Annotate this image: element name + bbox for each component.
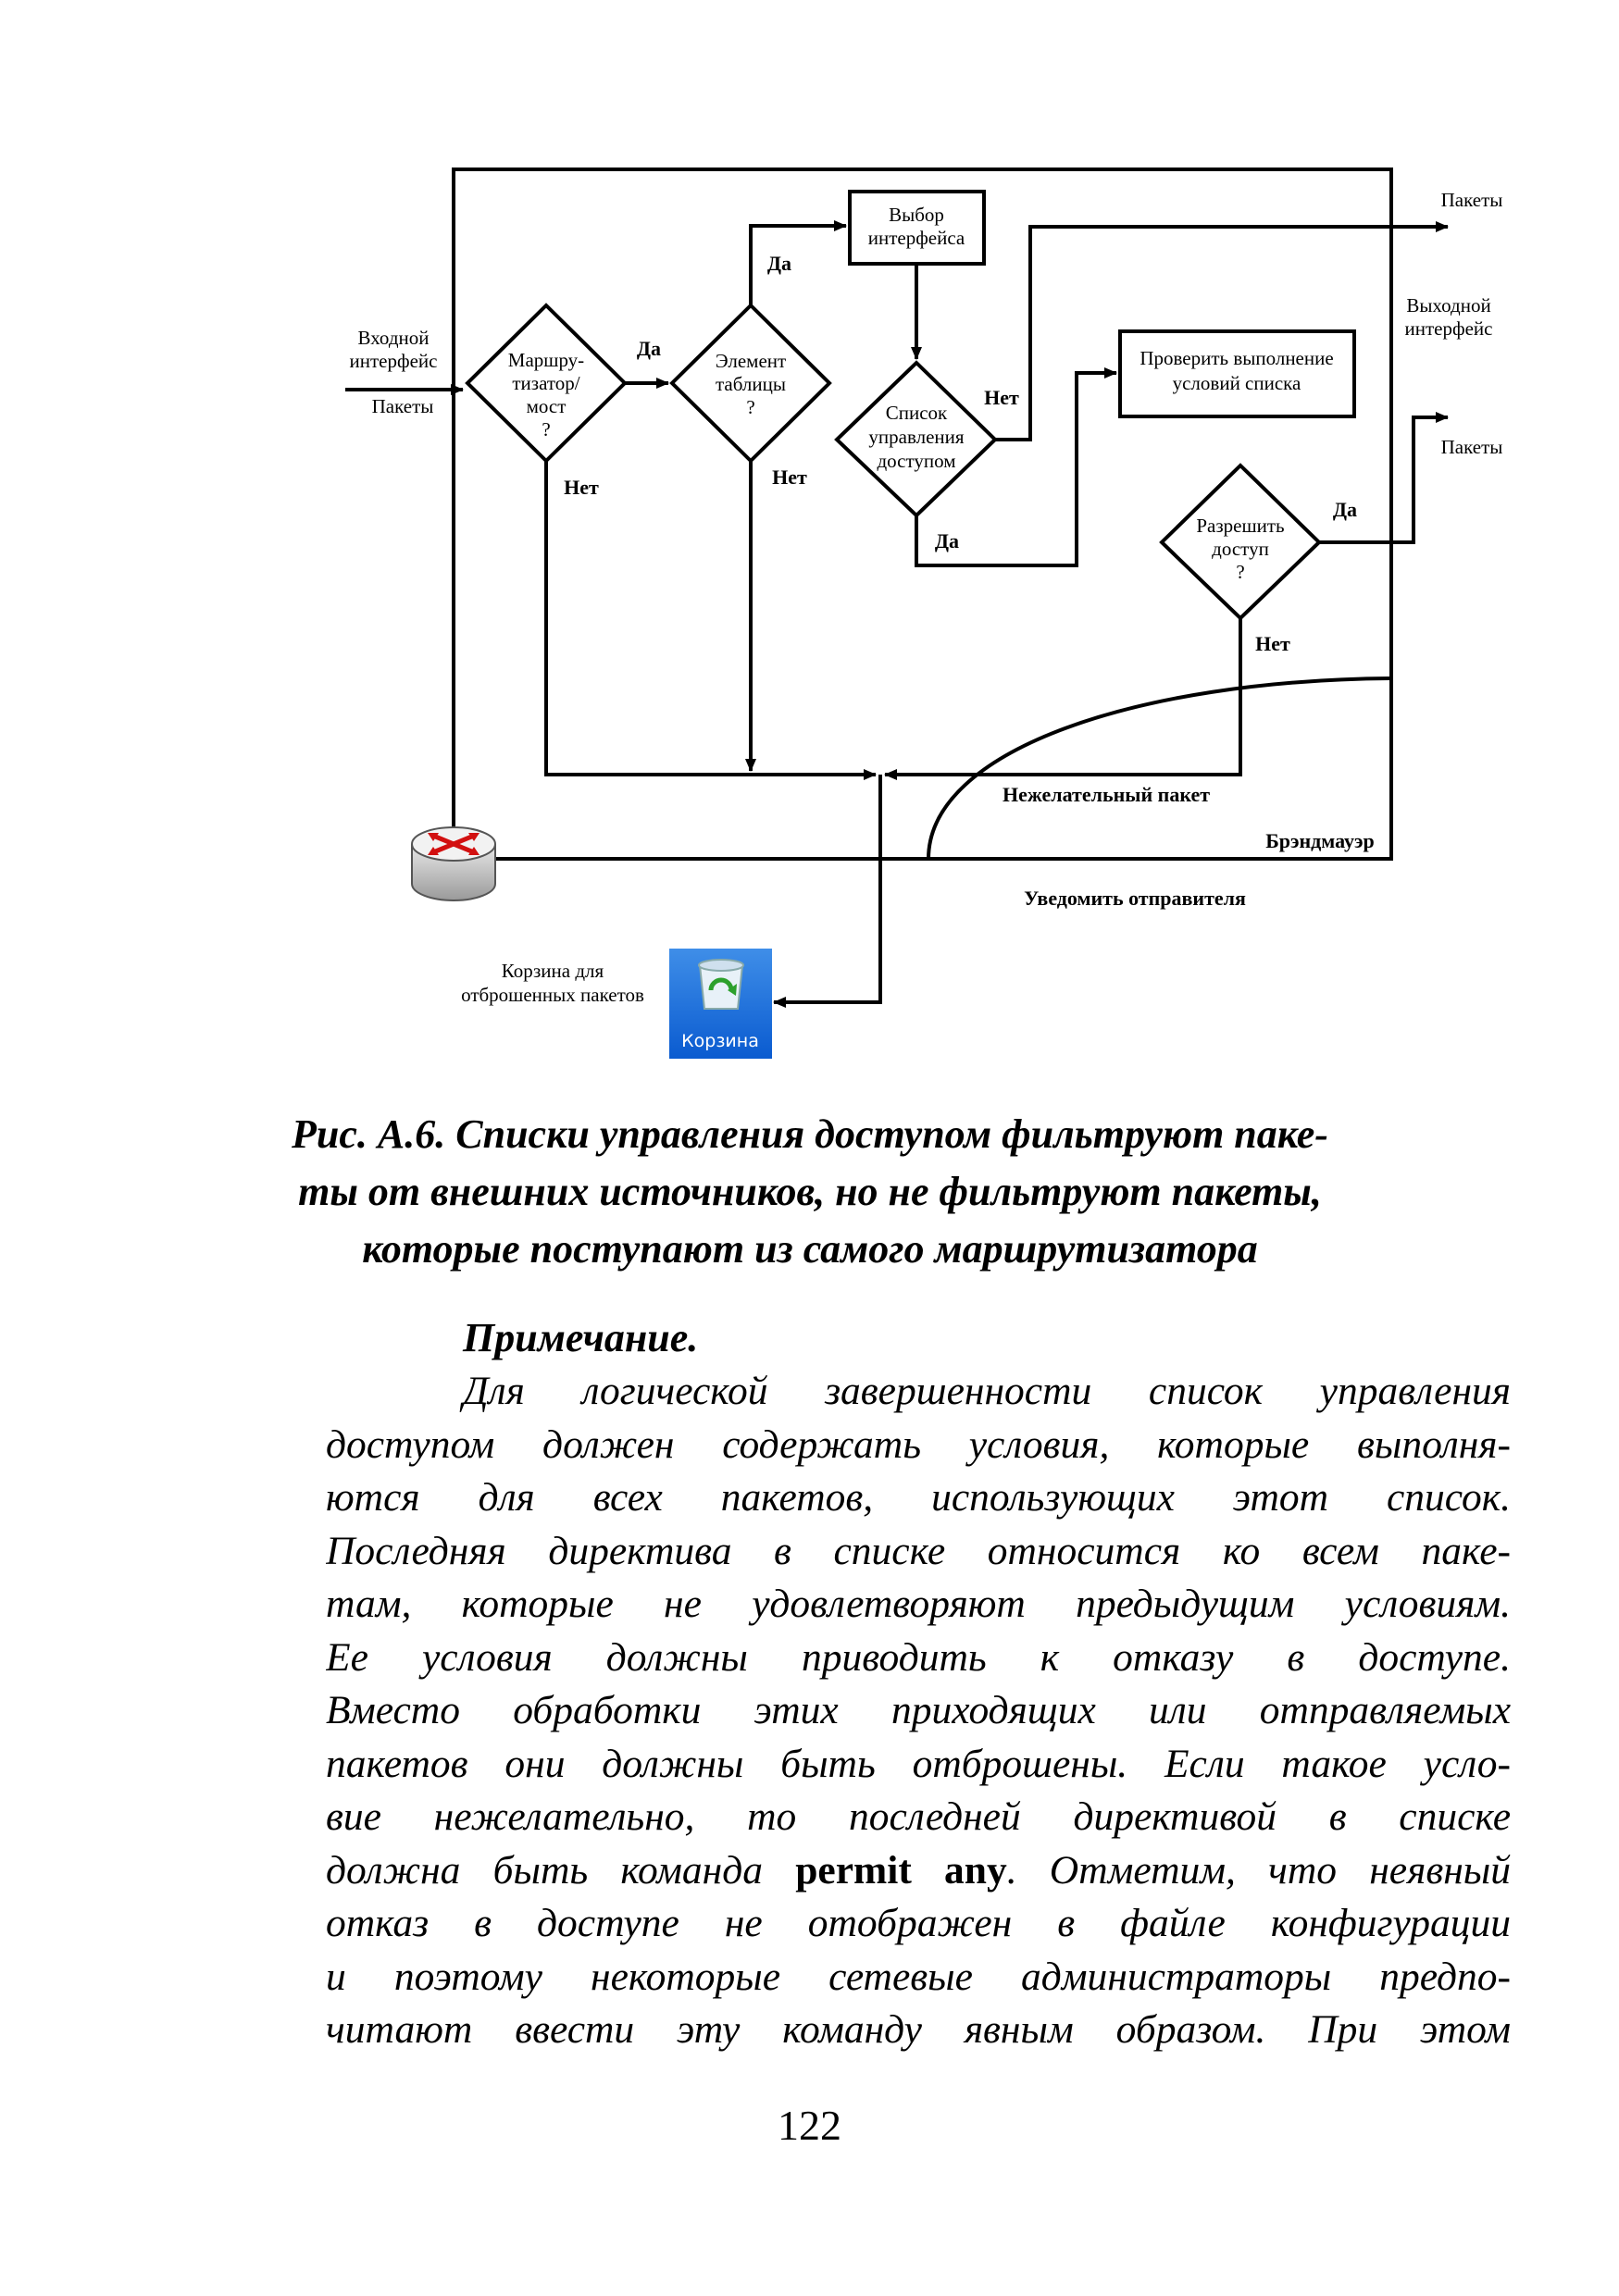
trash-caption-1: Корзина для [502,960,604,982]
input-interface-label-2: интерфейс [350,350,438,372]
page-number: 122 [778,2102,841,2149]
caption-line: Рис. А.6. Списки управления доступом фил… [292,1111,1328,1157]
diagram-labels: Входной интерфейс Пакеты Маршру- тизатор… [350,189,1503,1006]
note-title: Примечание. [463,1315,699,1360]
router-decision-text-3: мост [527,395,567,417]
acl-decision-text-1: Список [886,402,948,424]
note-line: ются для всех пакетов, использующих этот… [326,1475,1511,1520]
table-decision-text-2: таблицы [716,373,786,395]
input-interface-label-1: Входной [358,327,430,349]
note-line: отказ в доступе не отображен в файле кон… [326,1901,1511,1945]
output-interface-label-1: Выходной [1406,294,1490,316]
no-label-allow: Нет [1255,632,1290,655]
note-line: Ее условия должны приводить к отказу в д… [326,1634,1511,1680]
router-decision-text-4: ? [542,418,550,441]
check-conditions-text-2: условий списка [1173,372,1301,394]
router-icon [411,826,496,901]
note-line: вие нежелательно, то последней директиво… [326,1794,1511,1839]
router-decision-text-1: Маршру- [508,349,584,371]
acl-decision-text-3: доступом [877,450,955,472]
connectors [544,220,1449,1008]
acl-decision-text-2: управления [868,426,964,448]
unwanted-packet-label: Нежелательный пакет [1003,783,1210,806]
note-line: Последняя директива в списке относится к… [326,1528,1511,1573]
permit-any-command: permit any [795,1847,1007,1893]
yes-label-allow: Да [1333,498,1357,521]
caption-line: ты от внешних источников, но не фильтрую… [298,1169,1322,1214]
router-decision-text-2: тизатор/ [512,372,579,394]
note-line: Вместо обработки этих приходящих или отп… [326,1688,1511,1732]
allow-decision-text-2: доступ [1212,538,1269,560]
note-line: и поэтому некоторые сетевые администрато… [326,1954,1511,1999]
flowchart-diagram: Корзина Входной интерфейс Пакеты Маршру-… [345,168,1503,1059]
no-label-table: Нет [772,465,807,489]
note-line-text: должна быть команда [326,1847,796,1893]
trash-icon-label: Корзина [681,1031,759,1051]
no-label-router: Нет [564,476,599,499]
note-line: должна быть команда permit any. Отметим,… [326,1844,1511,1898]
caption-line: которые поступают из самого маршрутизато… [362,1226,1258,1272]
check-conditions-box [1118,329,1356,418]
packets-in-label: Пакеты [372,395,434,417]
interface-select-text-2: интерфейса [868,227,965,249]
yes-label-router: Да [637,337,661,360]
table-decision-text-3: ? [746,396,754,418]
allow-decision-text-3: ? [1236,561,1244,583]
note-line: там, которые не удовлетворяют предыдущим… [326,1582,1511,1626]
interface-select-text-1: Выбор [889,204,944,226]
note-line: читают ввести эту команду явным образом.… [326,2007,1511,2052]
figure-caption: Рис. А.6. Списки управления доступом фил… [278,1106,1342,1278]
note-line-text: . Отметим, что неявный [1006,1847,1511,1893]
packets-out-top-label: Пакеты [1441,189,1503,211]
notify-sender-label: Уведомить отправителя [1024,887,1246,910]
yes-label-table: Да [767,252,791,275]
note-line: доступом должен содержать условия, котор… [326,1421,1511,1467]
packets-out-right-label: Пакеты [1441,436,1503,458]
firewall-label: Брэндмауэр [1265,829,1375,852]
no-label-acl: Нет [984,386,1019,409]
trash-caption-2: отброшенных пакетов [461,984,644,1006]
trash-icon: Корзина [669,949,772,1059]
check-conditions-text-1: Проверить выполнение [1140,347,1333,369]
output-interface-label-2: интерфейс [1405,317,1493,340]
note-line: Для логической завершенности список упра… [463,1369,1511,1413]
yes-label-acl: Да [935,529,959,552]
table-decision-text-1: Элемент [716,350,786,372]
note-body: Для логической завершенности список упра… [326,1365,1511,2057]
interface-select-box [848,190,986,266]
allow-decision-text-1: Разрешить [1196,515,1284,537]
note-line: пакетов они должны быть отброшены. Если … [326,1741,1511,1786]
